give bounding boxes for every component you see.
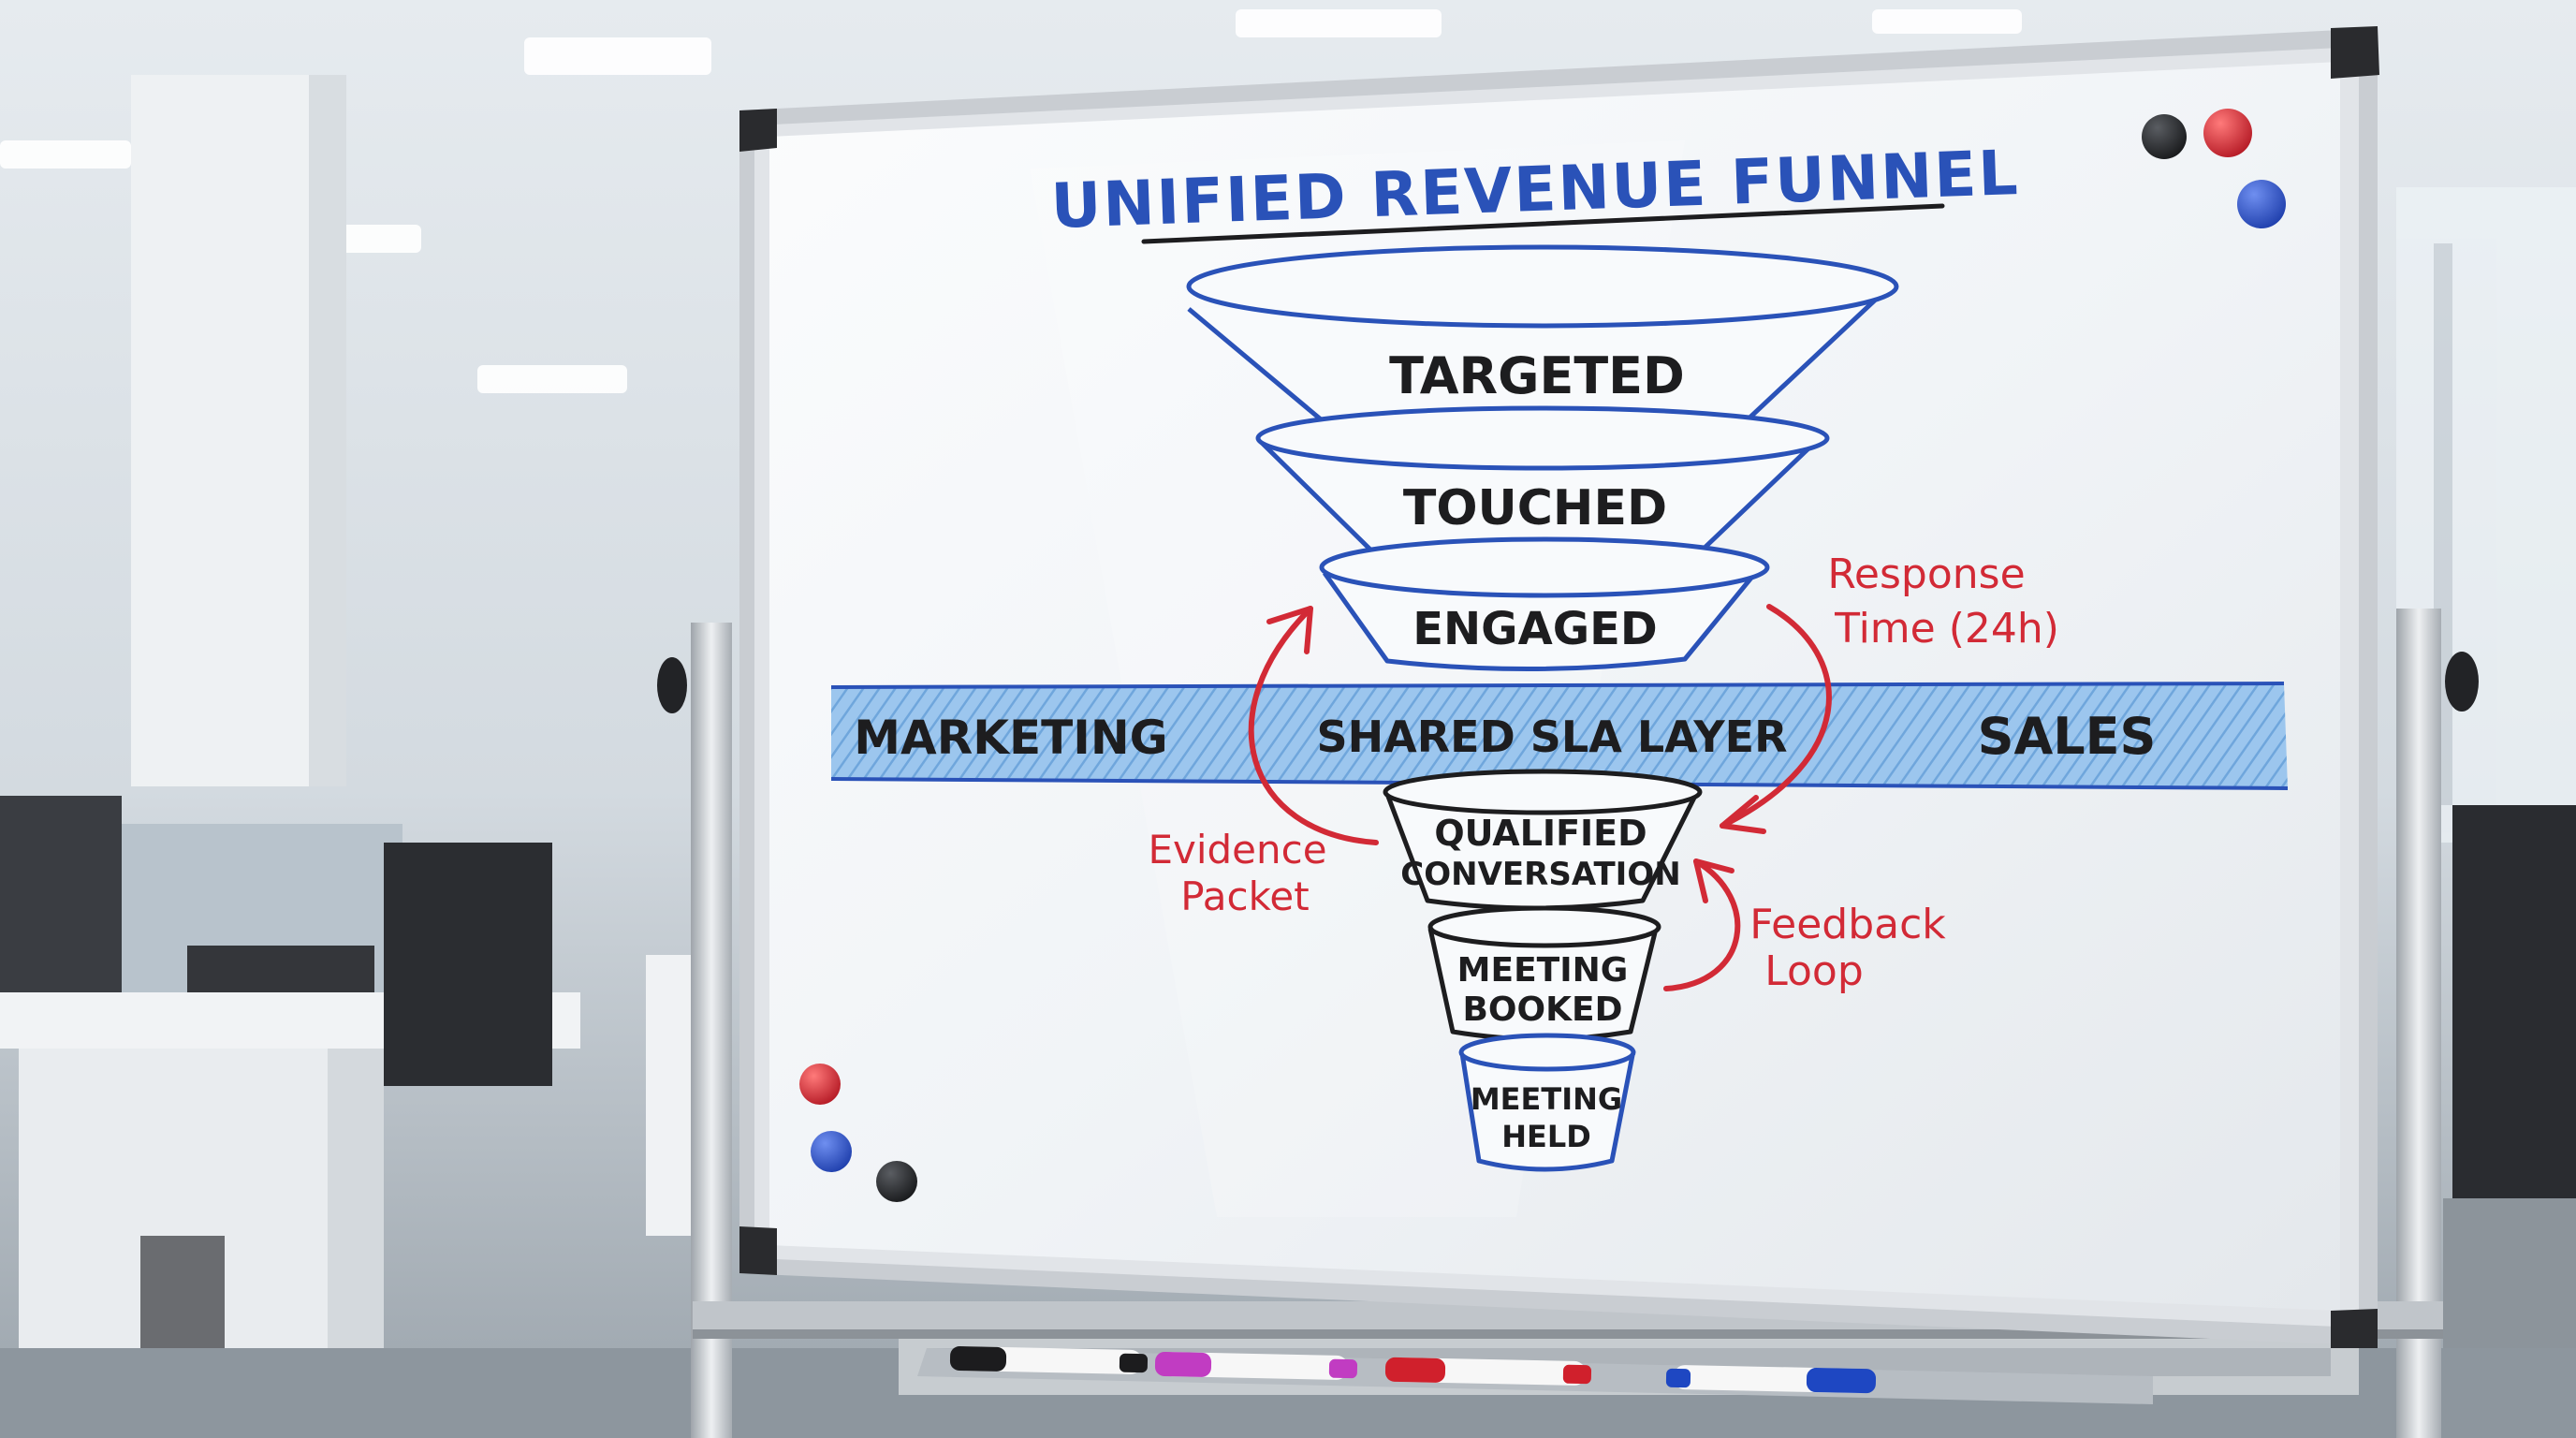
stage-label-targeted: TARGETED <box>1389 346 1685 405</box>
office-desks-right <box>2443 805 2576 1438</box>
funnel-stage-touched: TOUCHED <box>1255 405 1830 563</box>
stage-label-conversation: CONVERSATION <box>1400 856 1680 893</box>
red-arrows <box>1248 604 1832 991</box>
magnets <box>799 109 2286 1202</box>
band-label-shared-sla: SHARED SLA LAYER <box>1317 712 1788 762</box>
stage-label-meeting-held-2: HELD <box>1501 1119 1591 1154</box>
annotation-response-time-line2: Time (24h) <box>1834 605 2059 653</box>
black-marker[interactable] <box>949 1346 1149 1374</box>
shared-sla-band: MARKETING SHARED SLA LAYER SALES <box>830 682 2289 790</box>
stage-label-meeting-booked-1: MEETING <box>1457 951 1629 990</box>
response-time-arrow <box>1720 604 1832 829</box>
annotation-response-time-line1: Response <box>1827 550 2025 598</box>
funnel-stage-meeting-booked: MEETING BOOKED <box>1427 905 1661 1042</box>
funnel-stage-engaged: ENGAGED <box>1319 536 1770 671</box>
annotation-feedback-loop-line1: Feedback <box>1749 901 1946 948</box>
stage-label-meeting-booked-2: BOOKED <box>1462 990 1622 1029</box>
annotation-feedback-loop-line2: Loop <box>1764 947 1864 995</box>
frame-corner-bottom-left <box>739 1226 777 1275</box>
funnel-stage-meeting-held: MEETING HELD <box>1458 1033 1636 1172</box>
magenta-marker[interactable] <box>1154 1351 1358 1380</box>
blue-marker[interactable] <box>1665 1365 1877 1394</box>
band-label-sales: SALES <box>1978 707 2157 766</box>
black-magnet-bottom[interactable] <box>876 1161 917 1202</box>
ceiling-lights <box>0 9 2022 393</box>
annotation-evidence-packet-line1: Evidence <box>1148 827 1326 873</box>
annotation-feedback-loop: Feedback Loop <box>1749 901 1946 995</box>
frame-corner-top-right <box>2331 26 2379 79</box>
stage-label-qualified: QUALIFIED <box>1434 813 1647 854</box>
black-magnet-top[interactable] <box>2142 114 2187 159</box>
funnel-stage-qualified-conversation: QUALIFIED CONVERSATION <box>1383 769 1703 911</box>
red-magnet-top[interactable] <box>2203 109 2252 157</box>
marker-tray <box>917 1346 2153 1404</box>
evidence-packet-arrow <box>1248 606 1379 845</box>
annotation-evidence-packet-line2: Packet <box>1180 873 1309 919</box>
title-underline <box>1141 203 1945 244</box>
red-magnet-bottom[interactable] <box>799 1064 841 1105</box>
red-marker[interactable] <box>1384 1357 1592 1386</box>
blue-magnet-bottom[interactable] <box>811 1131 852 1172</box>
funnel-stage-targeted: TARGETED <box>1186 244 1899 451</box>
frame-corner-bottom-right <box>2331 1309 2378 1348</box>
stage-label-meeting-held-1: MEETING <box>1471 1081 1622 1117</box>
band-label-marketing: MARKETING <box>854 711 1167 765</box>
office-pillar <box>131 75 346 786</box>
annotation-response-time: Response Time (24h) <box>1827 550 2059 653</box>
annotation-evidence-packet: Evidence Packet <box>1148 827 1326 919</box>
stage-label-touched: TOUCHED <box>1403 480 1667 536</box>
stage-label-engaged: ENGAGED <box>1412 603 1658 655</box>
frame-corner-top-left <box>739 109 777 152</box>
feedback-loop-arrow <box>1663 858 1741 991</box>
blue-magnet-top[interactable] <box>2237 180 2286 228</box>
board-content: UNIFIED REVENUE FUNNEL MARKETING SHARED … <box>830 137 2289 1172</box>
